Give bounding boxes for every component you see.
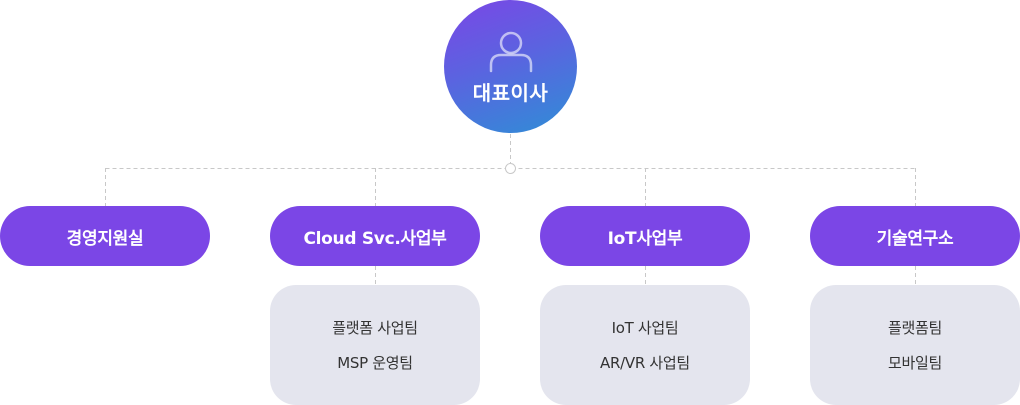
dept-label: Cloud Svc.사업부: [303, 228, 447, 249]
team-box-iot: IoT 사업팀 AR/VR 사업팀: [540, 285, 750, 405]
ceo-node[interactable]: 대표이사: [444, 0, 577, 133]
person-icon: [489, 31, 532, 73]
ceo-title: 대표이사: [472, 81, 549, 105]
dept-cloud-svc[interactable]: Cloud Svc.사업부: [270, 206, 480, 266]
team-item[interactable]: MSP 운영팀: [337, 354, 413, 372]
team-box-cloud-svc: 플랫폼 사업팀 MSP 운영팀: [270, 285, 480, 405]
dept-management-support[interactable]: 경영지원실: [0, 206, 210, 266]
dept-label: 경영지원실: [66, 228, 144, 249]
dept-label: 기술연구소: [876, 228, 954, 249]
team-box-tech-lab: 플랫폼팀 모바일팀: [810, 285, 1020, 405]
team-item[interactable]: 모바일팀: [887, 354, 942, 372]
junction-node: [505, 163, 516, 174]
dept-iot[interactable]: IoT사업부: [540, 206, 750, 266]
team-item[interactable]: 플랫폼팀: [887, 319, 942, 337]
dept-label: IoT사업부: [607, 228, 683, 249]
dept-tech-lab[interactable]: 기술연구소: [810, 206, 1020, 266]
team-item[interactable]: AR/VR 사업팀: [600, 354, 690, 372]
team-item[interactable]: IoT 사업팀: [611, 319, 679, 337]
team-item[interactable]: 플랫폼 사업팀: [332, 319, 418, 337]
